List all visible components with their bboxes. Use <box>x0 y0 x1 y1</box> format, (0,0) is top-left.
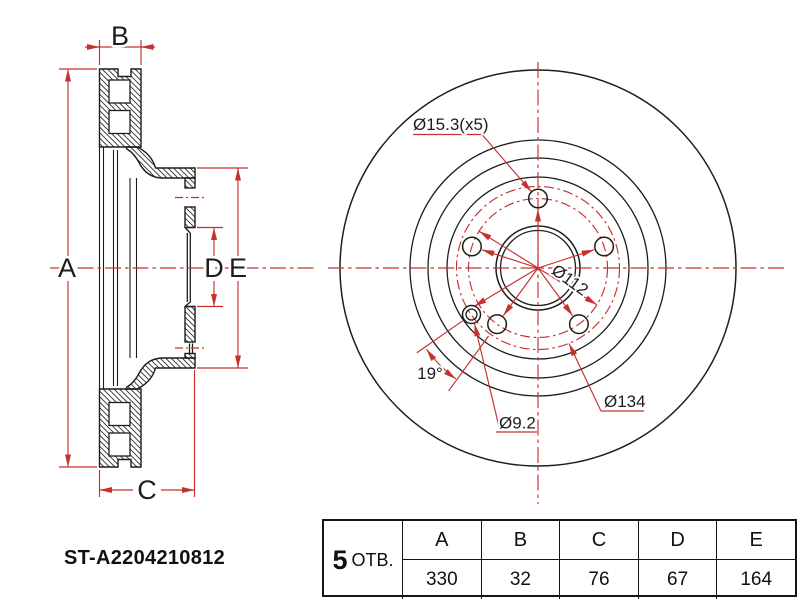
dim-label-d: D <box>204 253 224 283</box>
hat-flange-top <box>125 146 196 179</box>
table-value-e: 164 <box>716 560 795 599</box>
bolt-holes-label: Ø15.3(x5) <box>413 115 489 134</box>
pin-circle-label: Ø134 <box>604 392 646 411</box>
pcd-dimension-line <box>478 230 598 306</box>
dimension-a <box>59 68 97 468</box>
section-view: A B C D E <box>50 19 316 508</box>
bolt-holes <box>461 188 615 335</box>
dim-label-c: C <box>137 475 157 505</box>
table-value-c: 76 <box>559 560 638 599</box>
table-header-c: C <box>559 521 638 560</box>
table-header-e: E <box>716 521 795 560</box>
hat-flange-bottom <box>125 357 196 390</box>
spec-table: 5 ОТВ. A B C D E 330 32 76 67 164 <box>322 519 797 599</box>
pin-circle-134 <box>455 185 621 351</box>
pin-hole <box>461 304 482 325</box>
pin-circle-leader <box>568 343 644 412</box>
table-header-d: D <box>637 521 717 560</box>
hub-wall <box>184 177 196 359</box>
part-number: ST-A2204210812 <box>64 547 225 569</box>
bolt-hole-leader <box>413 133 532 193</box>
holes-count: 5 <box>332 544 348 575</box>
vent-hole <box>108 109 131 135</box>
table-header-a: A <box>402 521 481 560</box>
table-value-d: 67 <box>637 560 717 599</box>
dim-label-b: B <box>111 21 129 51</box>
dimension-b <box>85 40 155 65</box>
table-header-b: B <box>480 521 560 560</box>
dim-label-a: A <box>58 253 76 283</box>
holes-label-cell: 5 ОТВ. <box>324 521 402 599</box>
dim-label-e: E <box>229 253 247 283</box>
table-value-a: 330 <box>402 560 481 599</box>
dimension-c <box>98 370 196 497</box>
pin-hole-label: Ø9.2 <box>499 414 536 433</box>
dimension-d <box>197 226 223 308</box>
pin-hole-leader <box>473 323 537 433</box>
dimension-e <box>197 167 248 369</box>
front-view: Ø15.3(x5) Ø112 Ø134 Ø9.2 19° <box>328 62 784 504</box>
vent-hole <box>108 401 131 427</box>
vent-hole <box>108 432 131 457</box>
angle-label: 19° <box>417 364 443 383</box>
table-value-b: 32 <box>480 560 560 599</box>
vent-hole <box>108 79 131 104</box>
angle-dimension <box>416 320 490 392</box>
holes-unit: ОТВ. <box>351 549 394 570</box>
